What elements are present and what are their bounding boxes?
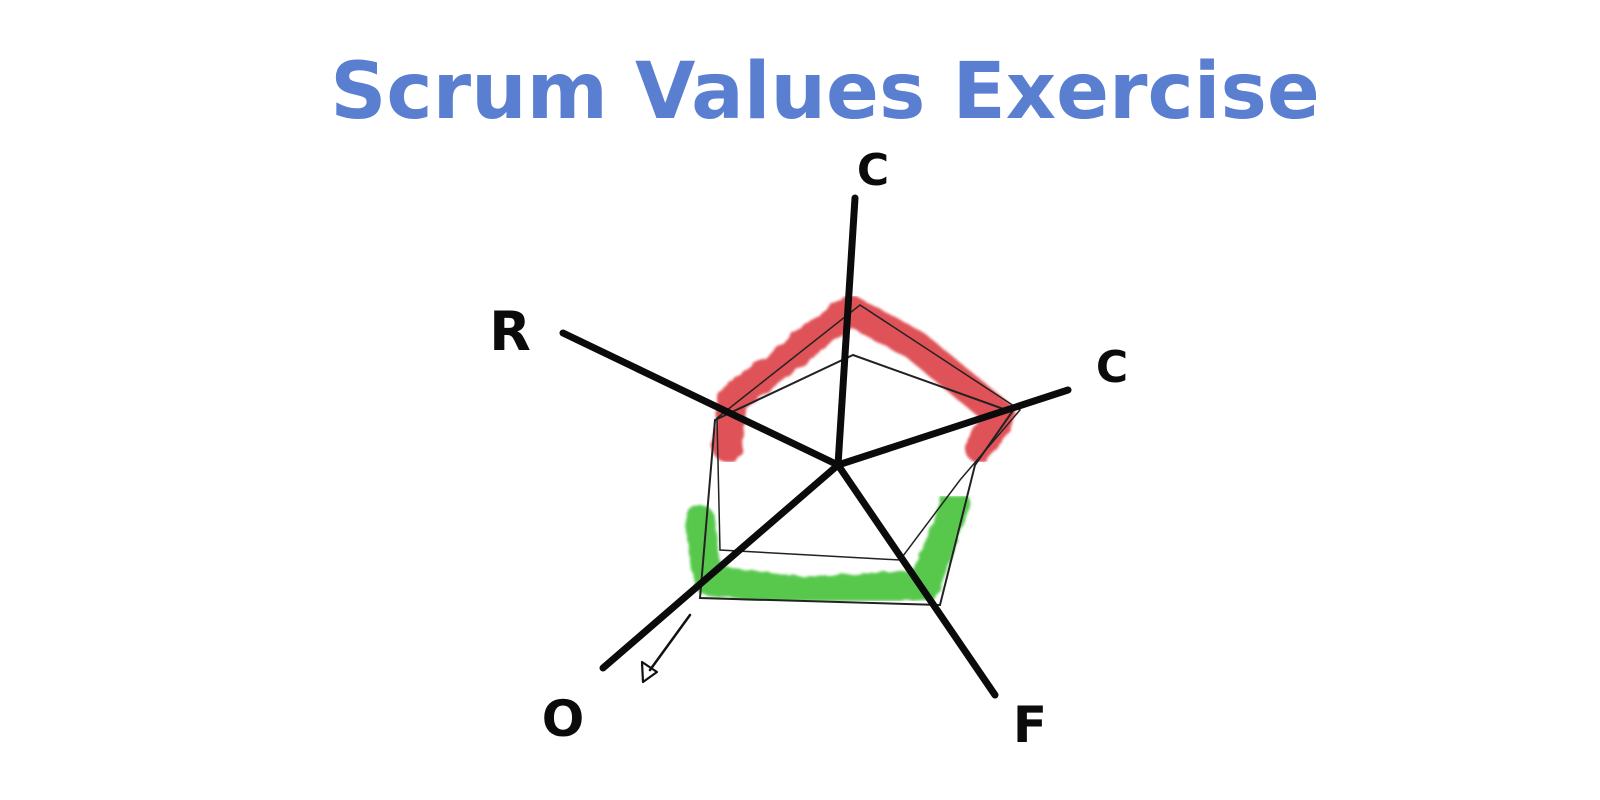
- axis-f: [834, 461, 999, 699]
- inner-pentagon: [698, 353, 1014, 607]
- green-highlight-band: [685, 490, 970, 607]
- axis-o: [599, 461, 842, 672]
- axis-label-f: F: [1013, 696, 1047, 754]
- axis-label-r: R: [489, 300, 531, 363]
- axis-label-c-right: C: [1096, 342, 1128, 393]
- axis-c-right: [834, 386, 1072, 469]
- diagram-title: Scrum Values Exercise: [330, 47, 1320, 137]
- axis-c-top: [834, 194, 859, 469]
- axis-r: [559, 329, 842, 469]
- red-highlight-band: [712, 295, 1015, 463]
- axis-label-o: O: [542, 690, 585, 748]
- axis-label-c-top: C: [857, 145, 889, 196]
- arrow-down-left-icon: [640, 613, 692, 684]
